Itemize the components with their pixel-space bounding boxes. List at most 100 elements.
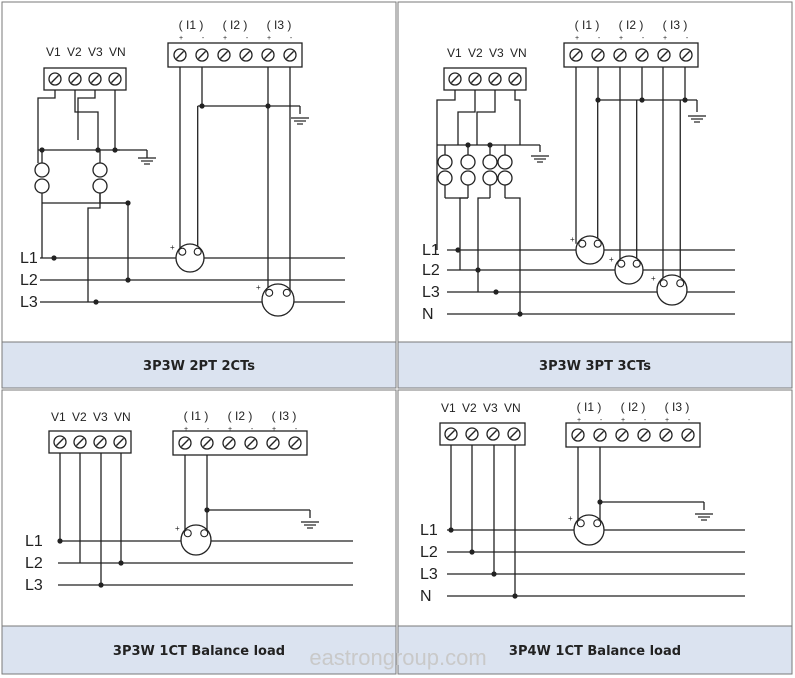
junction-dot (93, 299, 99, 305)
screw-slot (488, 429, 498, 439)
panel-caption: 3P4W 1CT Balance load (509, 644, 681, 659)
current-label-i3: ( I3 ) (272, 409, 297, 423)
voltage-label-vn: VN (504, 401, 521, 415)
junction-dot (595, 97, 601, 103)
wire (37, 85, 56, 163)
current-transformer-icon (575, 235, 605, 265)
junction-dot (639, 97, 645, 103)
line-label-l3: L3 (25, 577, 43, 594)
screw-slot (224, 438, 234, 448)
junction-dot (125, 200, 131, 206)
voltage-label-vn: VN (510, 46, 527, 60)
current-terminal-block (563, 42, 699, 68)
ct-polarity-mark: + (175, 524, 180, 533)
caption-bar (1, 341, 397, 389)
wire (477, 197, 490, 292)
polarity-minus: - (686, 35, 689, 42)
ct-polarity-mark: + (609, 255, 614, 264)
polarity-minus: - (642, 35, 645, 42)
current-label-i3: ( I3 ) (267, 18, 292, 32)
junction-dot (95, 147, 101, 153)
polarity-minus: - (598, 35, 601, 42)
current-transformer-icon (180, 524, 212, 556)
line-label-l2: L2 (422, 262, 440, 279)
voltage-label-v1: V1 (447, 46, 462, 60)
voltage-label-v3: V3 (489, 46, 504, 60)
polarity-minus: - (644, 417, 647, 424)
voltage-label-v2: V2 (462, 401, 477, 415)
screw-slot (268, 438, 278, 448)
junction-dot (455, 247, 461, 253)
wire (436, 85, 456, 150)
screw-slot (70, 74, 80, 84)
ct-terminal (576, 519, 585, 528)
ct-terminal (632, 259, 641, 268)
junction-dot (493, 289, 499, 295)
ct-terminal (193, 247, 202, 256)
polarity-plus: + (619, 35, 623, 42)
screw-slot (50, 74, 60, 84)
panel-caption: 3P3W 3PT 3CTs (539, 359, 651, 374)
ground-icon (291, 117, 309, 125)
junction-dot (112, 147, 118, 153)
screw-slot (175, 50, 185, 60)
junction-dot (465, 142, 471, 148)
line-label-l2: L2 (420, 544, 438, 561)
polarity-minus: - (600, 417, 603, 424)
polarity-plus: + (184, 426, 188, 433)
ground-icon (688, 115, 706, 123)
junction-dot (475, 267, 481, 273)
junction-dot (39, 147, 45, 153)
junction-dot (512, 593, 518, 599)
ct-terminal (265, 288, 274, 297)
junction-dot (491, 571, 497, 577)
polarity-plus: + (621, 417, 625, 424)
junction-dot (265, 103, 271, 109)
line-label-l1: L1 (20, 250, 38, 267)
screw-slot (573, 430, 583, 440)
voltage-label-v1: V1 (441, 401, 456, 415)
polarity-plus: + (272, 426, 276, 433)
wire (457, 85, 476, 145)
ct-polarity-mark: + (256, 283, 261, 292)
polarity-plus: + (575, 35, 579, 42)
junction-dot (199, 103, 205, 109)
voltage-terminal-block (48, 430, 132, 454)
ct-terminal (282, 288, 291, 297)
pt-coil-icon (437, 154, 453, 170)
junction-dot (98, 582, 104, 588)
pt-coil-icon (497, 154, 513, 170)
polarity-plus: + (223, 35, 227, 42)
current-label-i1: ( I1 ) (577, 400, 602, 414)
current-terminal-block (172, 430, 308, 456)
panel-frame (1, 389, 397, 627)
junction-dot (204, 507, 210, 513)
screw-slot (197, 50, 207, 60)
ct-polarity-mark: + (568, 514, 573, 523)
ct-terminal (178, 247, 187, 256)
line-label-n: N (422, 306, 434, 323)
line-label-n: N (420, 588, 432, 605)
screw-slot (285, 50, 295, 60)
pt-coil-icon (482, 170, 498, 186)
line-label-l3: L3 (422, 284, 440, 301)
voltage-label-v3: V3 (483, 401, 498, 415)
panel-caption: 3P3W 2PT 2CTs (143, 359, 255, 374)
caption-bar (397, 625, 793, 675)
wire (514, 85, 521, 145)
screw-slot (95, 437, 105, 447)
screw-slot (661, 430, 671, 440)
polarity-plus: + (663, 35, 667, 42)
polarity-plus: + (179, 35, 183, 42)
screw-slot (90, 74, 100, 84)
pt-coil-icon (92, 178, 108, 194)
voltage-terminal-block (439, 422, 526, 446)
watermark-text: eastrongroup.com (309, 645, 486, 670)
screw-slot (659, 50, 669, 60)
pt-coil-icon (482, 154, 498, 170)
ct-terminal (578, 239, 587, 248)
polarity-minus: - (202, 35, 205, 42)
wire (87, 193, 101, 258)
junction-dot (448, 527, 454, 533)
